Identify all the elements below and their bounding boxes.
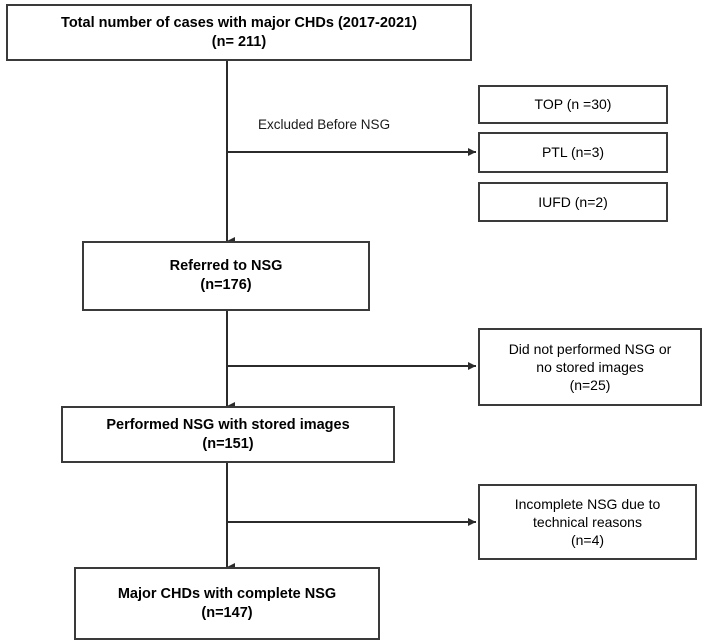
excluded-iufd-box-line-1: IUFD (n=2) [538, 193, 608, 210]
excluded-ptl-box-line-1: PTL (n=3) [541, 144, 605, 161]
incomplete-nsg-box-line-1: Incomplete NSG due to [514, 495, 661, 512]
major-chds-complete-nsg-box-line-2: (n=147) [201, 604, 253, 621]
major-chds-complete-nsg-box-line-1: Major CHDs with complete NSG [117, 585, 337, 602]
performed-nsg-box: Performed NSG with stored images (n=151) [61, 406, 395, 463]
performed-nsg-box-line-2: (n=151) [202, 435, 254, 452]
excluded-top-box-line-1: TOP (n =30) [534, 96, 612, 113]
total-cases-box-line-1: Total number of cases with major CHDs (2… [61, 14, 417, 31]
not-performed-nsg-box-line-3: (n=25) [569, 377, 611, 394]
incomplete-nsg-box-line-3: (n=4) [570, 532, 605, 549]
not-performed-nsg-box-line-2: no stored images [536, 358, 644, 375]
not-performed-nsg-box-line-1: Did not performed NSG or [508, 340, 672, 357]
performed-nsg-box-line-1: Performed NSG with stored images [106, 416, 350, 433]
referred-to-nsg-box: Referred to NSG (n=176) [82, 241, 370, 311]
incomplete-nsg-box-line-2: technical reasons [533, 513, 642, 530]
total-cases-box: Total number of cases with major CHDs (2… [6, 4, 472, 61]
total-cases-box-line-2: (n= 211) [211, 33, 267, 50]
major-chds-complete-nsg-box: Major CHDs with complete NSG (n=147) [74, 567, 380, 640]
excluded-iufd-box: IUFD (n=2) [478, 182, 668, 222]
referred-to-nsg-box-line-1: Referred to NSG [169, 258, 283, 275]
excluded-top-box: TOP (n =30) [478, 85, 668, 124]
excluded-before-nsg-label: Excluded Before NSG [258, 117, 391, 132]
excluded-ptl-box: PTL (n=3) [478, 132, 668, 173]
referred-to-nsg-box-line-2: (n=176) [200, 277, 252, 293]
